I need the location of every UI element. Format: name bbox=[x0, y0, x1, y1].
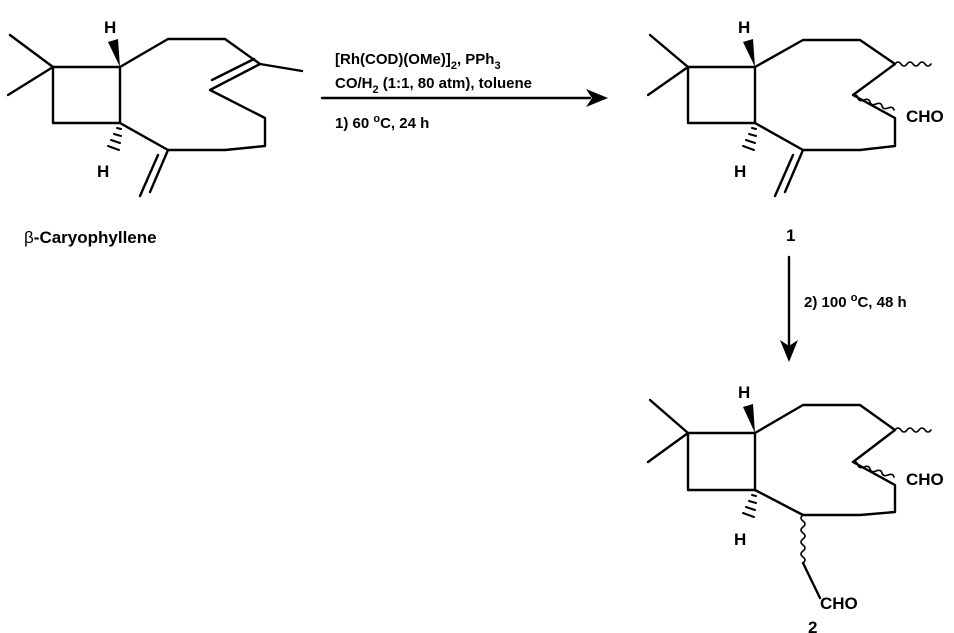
molecule-beta-caryophyllene: H H bbox=[6, 18, 304, 198]
reagent-catalyst: [Rh(COD)(OMe)]2, PPh3 bbox=[335, 51, 501, 72]
atom-h-top: H bbox=[738, 383, 750, 402]
wedge-bond bbox=[108, 39, 120, 67]
wavy-bond bbox=[894, 427, 932, 433]
methyl-bond bbox=[646, 431, 690, 464]
cyclobutane-ring bbox=[51, 65, 122, 125]
wedge-bond bbox=[743, 404, 755, 433]
label-beta-caryophyllene: β-Caryophyllene bbox=[24, 228, 157, 247]
methyl-bond bbox=[8, 33, 55, 69]
atom-cho: CHO bbox=[906, 107, 944, 126]
methyl-bond bbox=[6, 65, 55, 97]
single-bond bbox=[801, 561, 822, 600]
hash-bond bbox=[107, 127, 122, 151]
wavy-bond bbox=[894, 61, 932, 67]
wavy-bond bbox=[852, 94, 895, 111]
atom-cho: CHO bbox=[906, 470, 944, 489]
reaction-arrow-2 bbox=[780, 255, 798, 362]
methyl-bond bbox=[648, 398, 690, 435]
atom-cho-side: CHO bbox=[820, 594, 858, 613]
wavy-bond bbox=[852, 461, 895, 478]
condition-step-2: 2) 100 oC, 48 h bbox=[804, 292, 907, 311]
molecule-product-1: H H CHO bbox=[646, 18, 944, 198]
methyl-bond bbox=[258, 62, 304, 73]
methyl-bond bbox=[648, 33, 690, 69]
label-product-1: 1 bbox=[786, 226, 795, 245]
atom-h-bottom: H bbox=[97, 162, 109, 181]
methylene-bond bbox=[148, 148, 170, 194]
molecule-product-2: H H CHO CHO bbox=[646, 383, 944, 613]
reagent-gas-solvent: CO/H2 (1:1, 80 atm), toluene bbox=[335, 75, 532, 96]
atom-h-bottom: H bbox=[734, 162, 746, 181]
cyclobutane-ring bbox=[686, 65, 757, 125]
wavy-bond bbox=[800, 514, 806, 564]
hash-bond bbox=[742, 494, 757, 518]
atom-h-bottom: H bbox=[734, 530, 746, 549]
atom-h-top: H bbox=[738, 18, 750, 37]
macrocycle-ring bbox=[753, 403, 897, 517]
condition-step-1: 1) 60 oC, 24 h bbox=[335, 113, 429, 132]
methyl-bond bbox=[646, 65, 690, 97]
wedge-bond bbox=[743, 39, 755, 67]
label-product-2: 2 bbox=[808, 618, 817, 633]
hash-bond bbox=[742, 127, 757, 151]
macrocycle-ring bbox=[118, 37, 267, 152]
methylene-bond bbox=[773, 153, 795, 198]
cyclobutane-ring bbox=[686, 431, 757, 492]
methylene-bond bbox=[138, 153, 160, 198]
macrocycle-ring bbox=[753, 38, 897, 152]
atom-h-top: H bbox=[104, 18, 116, 37]
reaction-arrow-1 bbox=[320, 89, 608, 107]
double-bond bbox=[210, 57, 256, 82]
methylene-bond bbox=[783, 148, 805, 194]
